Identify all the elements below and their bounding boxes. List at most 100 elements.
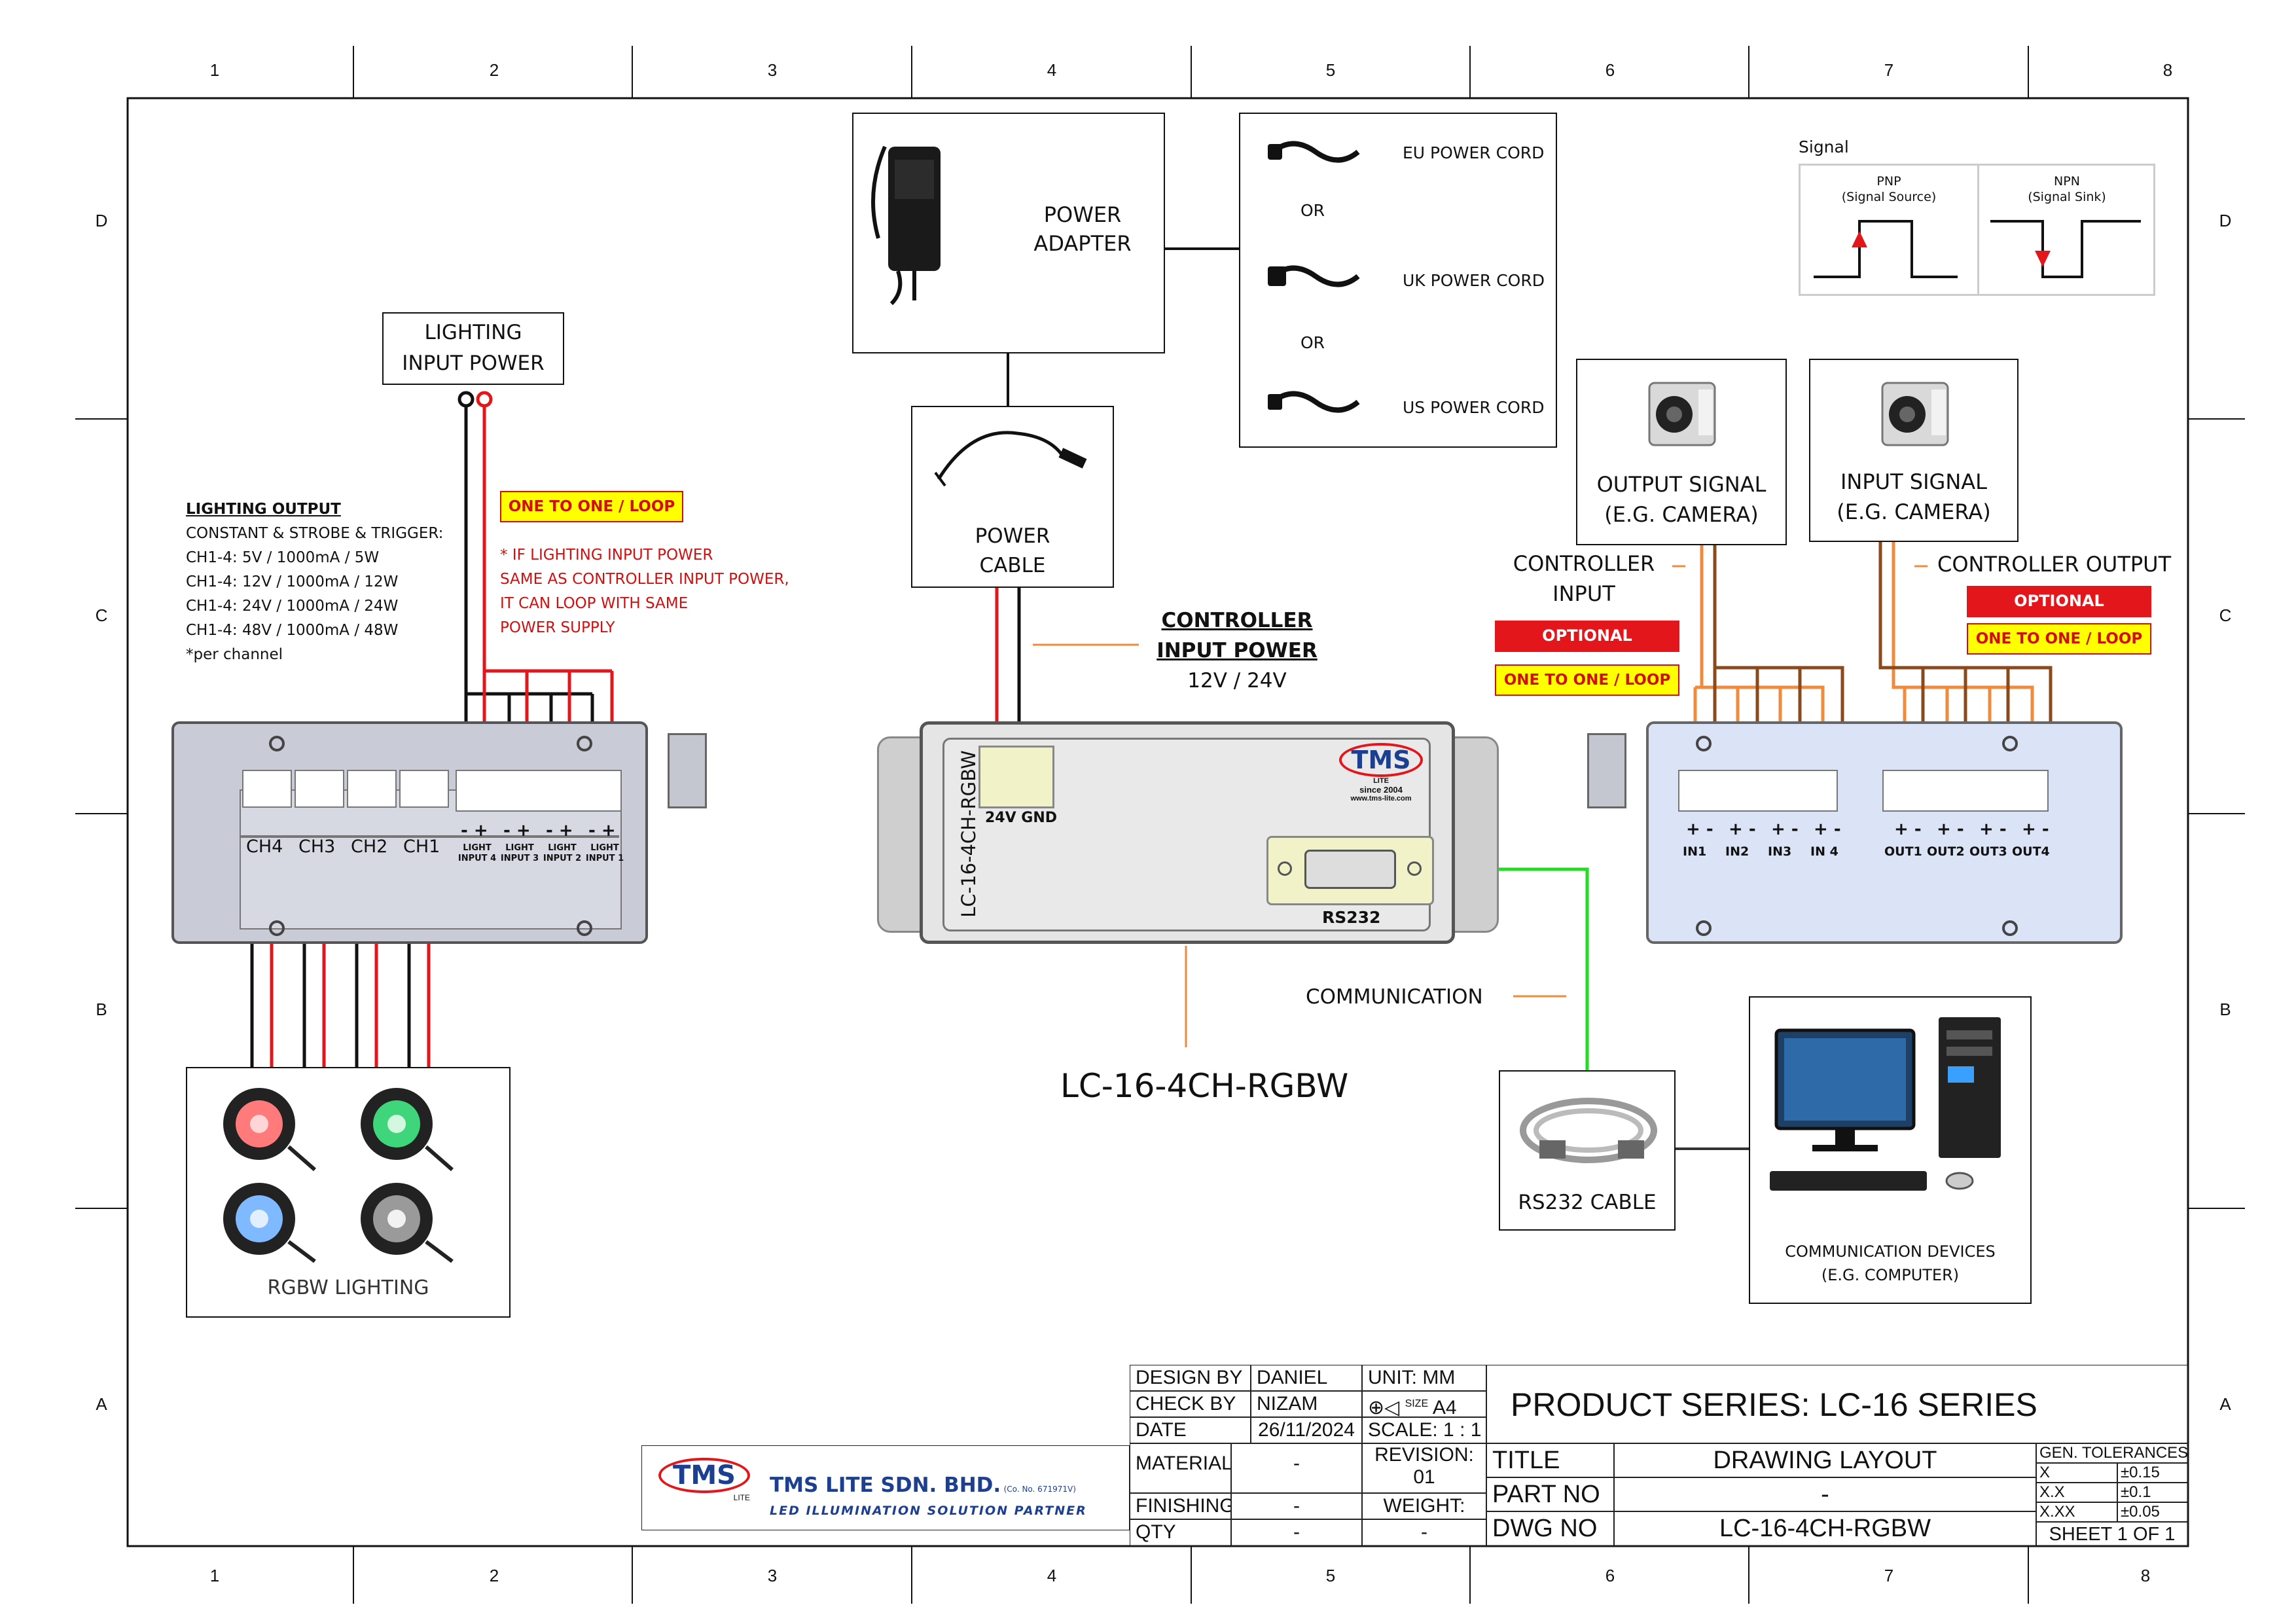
input-label-in3: IN3 [1768, 844, 1792, 859]
rs232-label: RS232 [1322, 908, 1381, 927]
row-letter-b: B [96, 1000, 107, 1019]
tolerance-key: X.X [2036, 1483, 2117, 1502]
communication-devices-line1: COMMUNICATION DEVICES [1785, 1242, 1996, 1261]
loop-note-line: POWER SUPPLY [500, 619, 615, 636]
col-number-8: 8 [2162, 60, 2173, 80]
qty-label: QTY [1130, 1519, 1231, 1546]
check-by-label: CHECK BY [1130, 1391, 1251, 1417]
row-letter-d: D [95, 211, 108, 230]
light-input-1-line1: LIGHT [590, 843, 619, 853]
polarity-label: + - [1771, 820, 1799, 839]
eu-power-cord-label: EU POWER CORD [1403, 143, 1545, 162]
lighting-output-line: CONSTANT & STROBE & TRIGGER: [186, 525, 444, 542]
polarity-label: + - [1937, 820, 1964, 839]
one-to-one-loop-tag-left: ONE TO ONE / LOOP [500, 491, 683, 522]
loop-note-line: * IF LIGHTING INPUT POWER [500, 547, 713, 564]
row-letter-b-right: B [2219, 1000, 2231, 1019]
tolerance-value: ±0.1 [2117, 1483, 2188, 1502]
one-to-one-loop-tag-center: ONE TO ONE / LOOP [1495, 664, 1679, 696]
tolerances-label: GEN. TOLERANCES [2036, 1443, 2188, 1463]
power-cable-label: POWER CABLE [912, 522, 1113, 581]
qty-value: - [1231, 1519, 1362, 1546]
company-logo-sub: LITE [733, 1493, 750, 1502]
power-adapter-label: POWER ADAPTER [1017, 200, 1148, 258]
light-input-3-line1: LIGHT [505, 843, 534, 853]
controller-input-power-label: CONTROLLER INPUT POWER 12V / 24V [1149, 605, 1325, 696]
channel-label-ch2: CH2 [351, 837, 388, 857]
polarity-label: - + [503, 821, 531, 840]
screw-icon [2002, 920, 2018, 936]
polarity-label: + - [2022, 820, 2049, 839]
screw-icon [1696, 920, 1712, 936]
company-logo: TMS LITE [658, 1458, 750, 1502]
title-label: TITLE [1486, 1443, 1614, 1477]
pnp-label: PNP (Signal Source) [1801, 173, 1977, 205]
npn-title: NPN [2054, 174, 2080, 189]
light-input-1-line2: INPUT 1 [585, 854, 624, 863]
tolerance-value: ±0.05 [2117, 1502, 2188, 1522]
input-terminal-block [1678, 770, 1838, 812]
company-logo-text: TMS [658, 1458, 750, 1493]
channel-label-ch1: CH1 [403, 837, 440, 857]
tms-web: www.tms-lite.com [1350, 795, 1412, 803]
tms-logo: TMS LITE since 2004 www.tms-lite.com [1335, 743, 1427, 803]
lighting-input-power-line2: INPUT POWER [402, 352, 545, 375]
part-no-value: - [1614, 1477, 2036, 1511]
design-by-label: DESIGN BY [1130, 1365, 1251, 1391]
power-terminal-block [978, 746, 1054, 808]
power-adapter-icon [871, 145, 941, 306]
light-input-2-line1: LIGHT [548, 843, 577, 853]
rgbw-lighting-box: RGBW LIGHTING [186, 1067, 511, 1318]
size-value: A4 [1432, 1397, 1457, 1417]
part-no-label: PART NO [1486, 1477, 1614, 1511]
loop-note: * IF LIGHTING INPUT POWER SAME AS CONTRO… [500, 543, 789, 640]
input-signal-line1: INPUT SIGNAL [1840, 469, 1987, 494]
rs232-port [1266, 836, 1434, 905]
lighting-output-notes: LIGHTING OUTPUT CONSTANT & STROBE & TRIG… [186, 497, 443, 667]
col-number-3: 3 [767, 60, 778, 80]
lighting-output-line: CH1-4: 12V / 1000mA / 12W [186, 573, 399, 590]
revision-cell: REVISION: 01 [1362, 1443, 1486, 1493]
screw-icon [577, 920, 592, 936]
pnp-title: PNP [1876, 174, 1901, 189]
controller-input-label: CONTROLLER INPUT [1505, 549, 1662, 609]
power-adapter-label-line2: ADAPTER [1033, 231, 1132, 256]
screw-icon [1696, 736, 1712, 751]
polarity-label: + - [1894, 820, 1922, 839]
us-power-cord-icon [1268, 391, 1360, 413]
input-signal-camera-box: INPUT SIGNAL (E.G. CAMERA) [1809, 359, 2018, 542]
col-number-7-bottom: 7 [1884, 1566, 1894, 1585]
input-label-in1: IN1 [1683, 844, 1707, 859]
controller-model-vertical: LC-16-4CH-RGBW [958, 750, 980, 918]
loop-note-line: SAME AS CONTROLLER INPUT POWER, [500, 571, 789, 588]
light-input-4-line2: INPUT 4 [457, 854, 497, 863]
col-number-1: 1 [209, 60, 220, 80]
signal-legend-title: Signal [1799, 137, 1849, 156]
output-terminal-block [242, 770, 449, 809]
lighting-input-power-label: LIGHTING INPUT POWER [384, 317, 563, 379]
channel-label-ch3: CH3 [298, 837, 336, 857]
tolerance-key: X.XX [2036, 1502, 2117, 1522]
dwg-no-label: DWG NO [1486, 1511, 1614, 1546]
camera-icon [1881, 382, 1949, 446]
one-to-one-loop-tag-right: ONE TO ONE / LOOP [1967, 623, 2151, 655]
optional-tag-left: OPTIONAL [1495, 621, 1679, 652]
light-input-terminal-block [456, 770, 622, 812]
tms-since: since 2004 [1359, 785, 1403, 795]
controller-io-side-view: + - + - + - + - + - + - + - + - IN1 IN2 … [1646, 721, 2123, 944]
input-signal-label: INPUT SIGNAL (E.G. CAMERA) [1810, 467, 2017, 527]
polarity-label: - + [546, 821, 573, 840]
col-number-5: 5 [1325, 60, 1336, 80]
controller-input-power-line2: INPUT POWER [1157, 639, 1318, 662]
lighting-output-line: CH1-4: 48V / 1000mA / 48W [186, 622, 399, 639]
screw-icon [577, 736, 592, 751]
col-number-7: 7 [1884, 60, 1894, 80]
tolerance-value: ±0.15 [2117, 1463, 2188, 1483]
screw-icon [1407, 861, 1422, 876]
or-label-1: OR [1300, 201, 1325, 220]
communication-label: COMMUNICATION [1306, 985, 1483, 1009]
communication-devices-line2: (E.G. COMPUTER) [1821, 1266, 1960, 1284]
rs232-cable-box: RS232 CABLE [1499, 1070, 1676, 1231]
power-cable-icon [934, 431, 1087, 487]
